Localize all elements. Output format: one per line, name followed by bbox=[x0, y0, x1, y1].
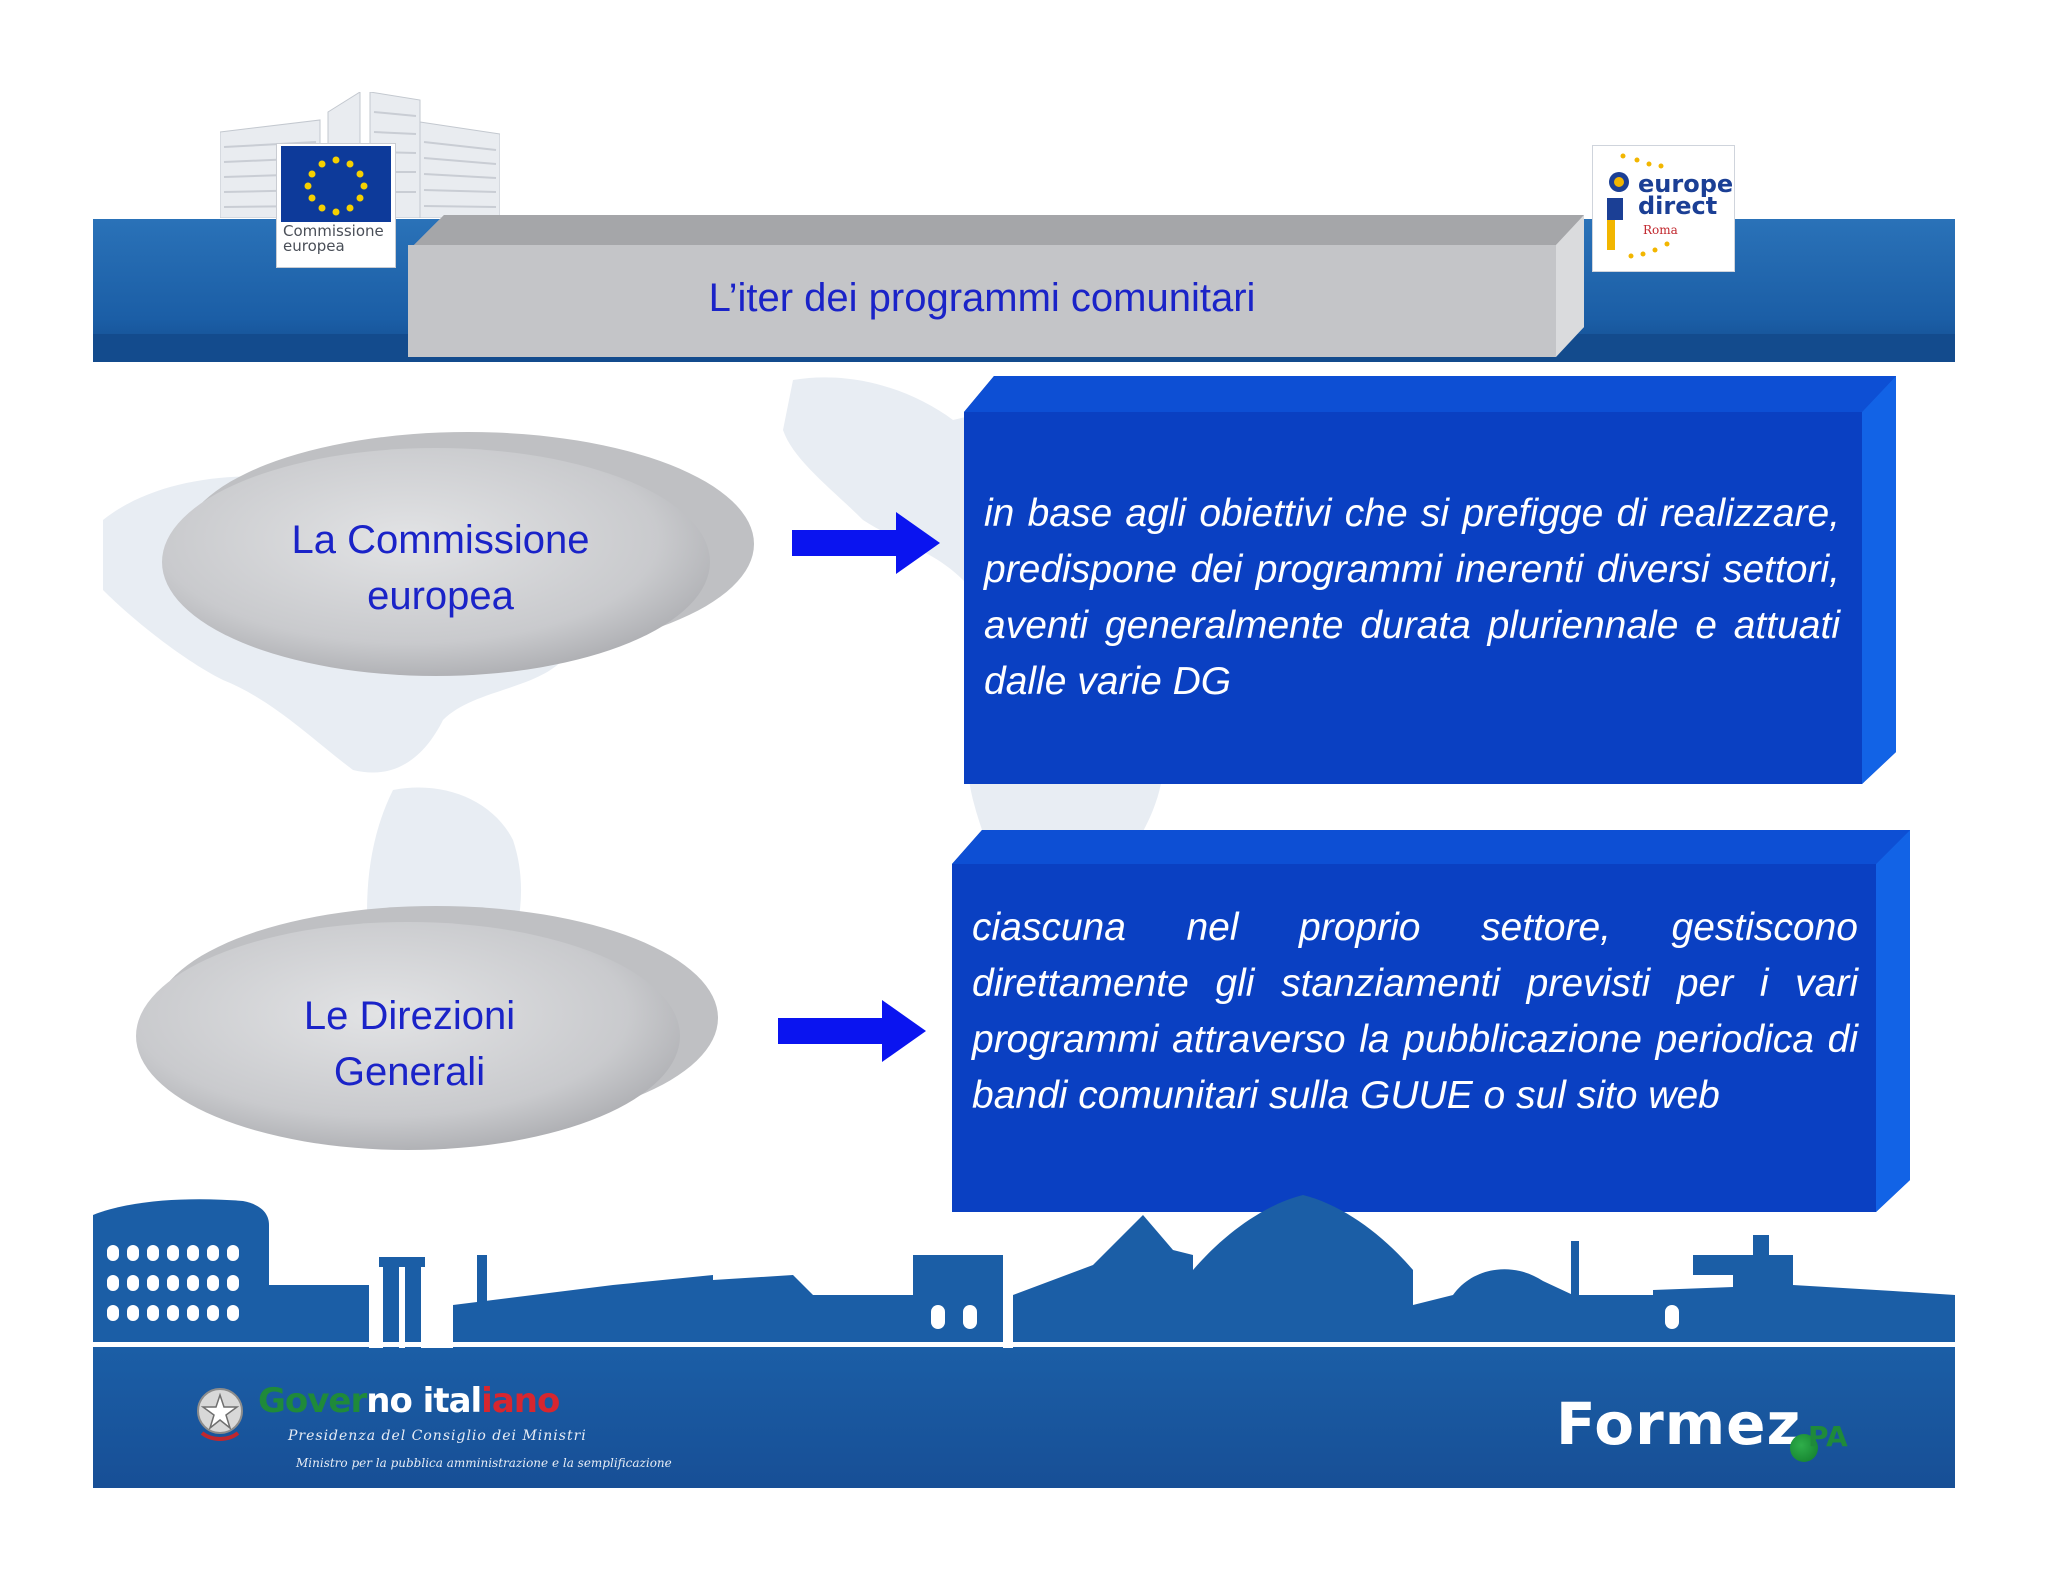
europe-direct-line2: direct bbox=[1638, 192, 1718, 220]
europe-direct-line1: europe bbox=[1638, 170, 1734, 198]
rome-skyline-image bbox=[93, 1195, 1955, 1350]
footer-band bbox=[93, 1348, 1955, 1488]
description-box-directorates bbox=[952, 830, 1910, 1212]
arrow-right-icon bbox=[778, 1000, 926, 1062]
governo-italiano-logo: Governo italiano bbox=[258, 1381, 560, 1421]
formez-dot-icon bbox=[1790, 1434, 1818, 1462]
description-text-commission: in base agli obiettivi che si prefigge d… bbox=[984, 492, 1840, 703]
page-title: L’iter dei programmi comunitari bbox=[708, 276, 1256, 320]
actor-ellipse-commission bbox=[162, 432, 754, 676]
actor-ellipse-directorates bbox=[136, 906, 718, 1150]
italian-emblem-icon bbox=[197, 1388, 243, 1441]
title-box bbox=[408, 215, 1584, 357]
arrow-right-icon bbox=[792, 512, 940, 574]
description-box-commission bbox=[964, 376, 1896, 784]
formez-pa-suffix: PA bbox=[1808, 1420, 1848, 1453]
europe-direct-logo-icon bbox=[1607, 153, 1670, 259]
gov-subtitle-ministry: Ministro per la pubblica amministrazione… bbox=[296, 1456, 672, 1470]
european-commission-logo: Commissione europea bbox=[276, 143, 396, 268]
gov-title-part2: no ital bbox=[366, 1381, 482, 1421]
gov-subtitle-presidency: Presidenza del Consiglio dei Ministri bbox=[288, 1428, 587, 1444]
actor-label-commission: La Commissione europea bbox=[291, 518, 590, 618]
europe-direct-logo: europe direct Roma bbox=[1592, 145, 1735, 272]
eu-flag-icon bbox=[281, 146, 391, 222]
formez-logo-text: Formez bbox=[1556, 1390, 1802, 1458]
ec-logo-text: Commissione europea bbox=[283, 222, 384, 255]
description-text-directorates: ciascuna nel proprio settore, gestiscono… bbox=[972, 906, 1858, 1117]
gov-title-part1: Gover bbox=[258, 1381, 367, 1421]
footer-divider bbox=[93, 1342, 1955, 1347]
gov-title-part3: iano bbox=[481, 1381, 560, 1421]
europe-direct-line3: Roma bbox=[1643, 223, 1678, 237]
actor-label-directorates: Le Direzioni Generali bbox=[303, 994, 516, 1094]
